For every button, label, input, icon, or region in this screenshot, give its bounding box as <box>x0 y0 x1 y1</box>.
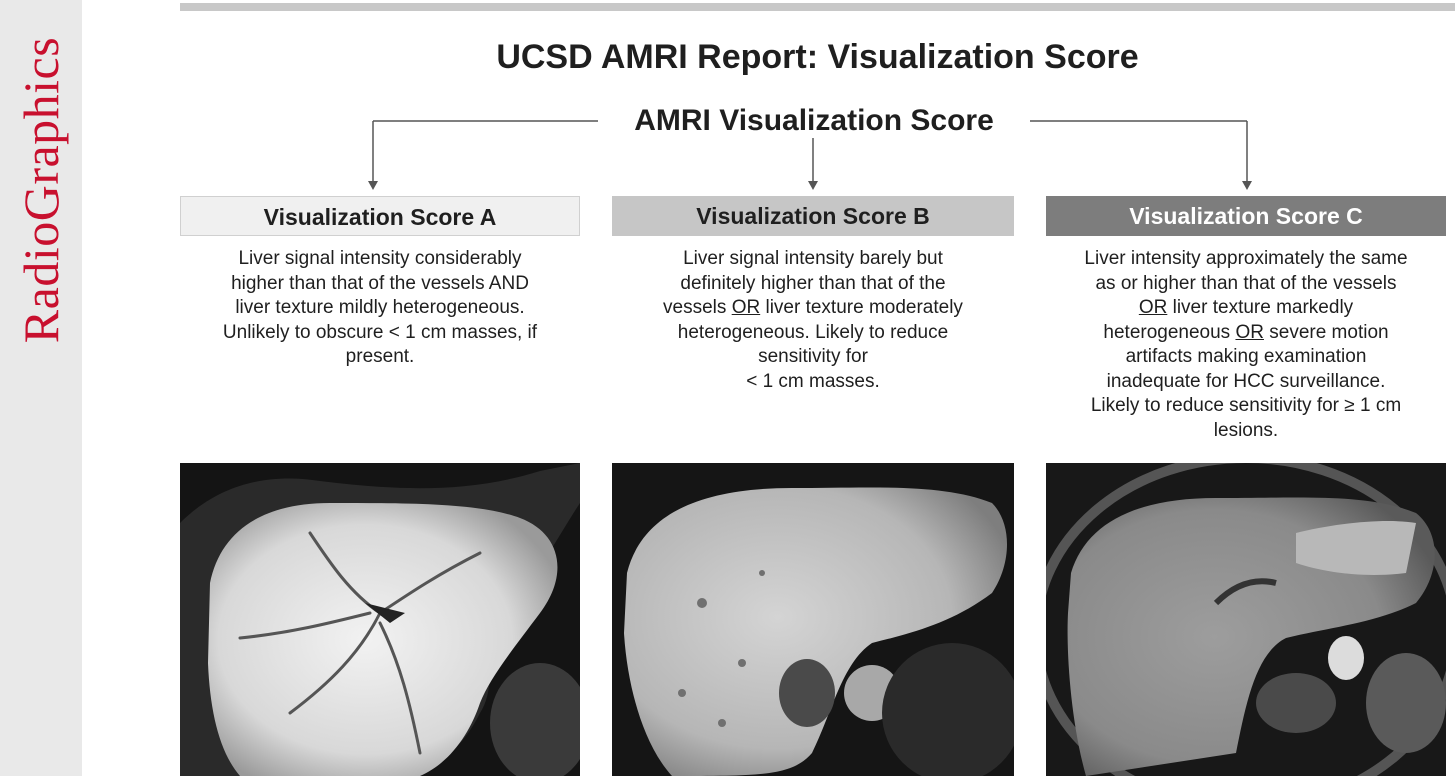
arrowhead-a <box>368 181 378 190</box>
mri-image-b <box>612 463 1014 776</box>
arrowhead-b <box>808 181 818 190</box>
page-title: UCSD AMRI Report: Visualization Score <box>496 38 1139 76</box>
score-a-header: Visualization Score A <box>180 196 580 236</box>
score-c-header: Visualization Score C <box>1046 196 1446 236</box>
mri-image-a <box>180 463 580 776</box>
score-a-description: Liver signal intensity considerably high… <box>222 248 538 367</box>
root-node-label: AMRI Visualization Score <box>598 104 1030 138</box>
score-b-header: Visualization Score B <box>612 196 1014 236</box>
sidebar: RadioGraphics <box>0 0 82 776</box>
top-rule <box>180 3 1455 11</box>
score-b-description: Liver signal intensity barely but defini… <box>663 248 963 392</box>
arrowhead-c <box>1242 181 1252 190</box>
score-c-description: Liver intensity approximately the same a… <box>1084 248 1408 441</box>
mri-image-c <box>1046 463 1446 776</box>
